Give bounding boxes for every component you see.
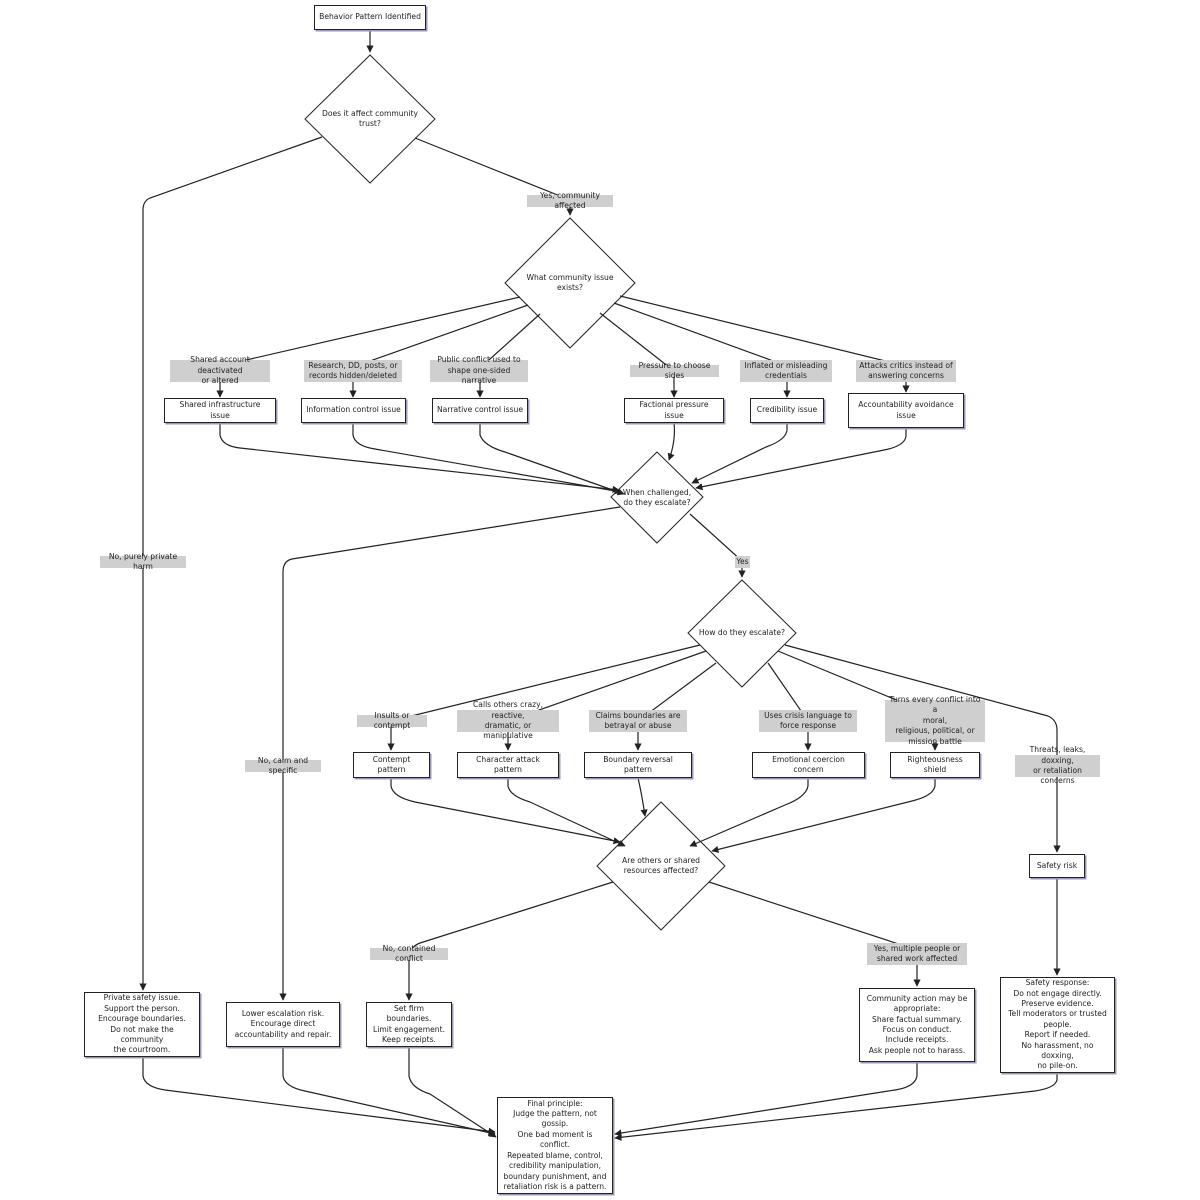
edge-others-no [405,881,614,1001]
label-shared-account: Shared account deactivated or altered [170,355,270,385]
edge-how-threats [784,644,1061,853]
private-safety-node[interactable]: Private safety issue. Support the person… [84,992,200,1057]
label-public-conflict: Public conflict used to shape one-sided … [430,355,528,385]
edge-boundary-others [637,777,648,817]
decision-how-text: How do they escalate? [698,627,786,637]
edge-safety-final [614,1073,1058,1141]
emotional-coercion-node[interactable]: Emotional coercion concern [752,752,865,778]
label-yes-community-affected: Yes, community affected [527,191,613,210]
label-claims-boundaries: Claims boundaries are betrayal or abuse [589,710,687,732]
safety-risk-node[interactable]: Safety risk [1029,854,1085,878]
edge-how-crisis [767,662,812,751]
label-crisis-language: Uses crisis language to force response [759,710,857,732]
lower-escalation-node[interactable]: Lower escalation risk. Encourage direct … [226,1002,340,1047]
boundary-reversal-node[interactable]: Boundary reversal pattern [584,752,692,778]
community-action-node[interactable]: Community action may be appropriate: Sha… [859,988,975,1062]
righteousness-shield-node[interactable]: Righteousness shield [890,752,980,778]
contempt-pattern-node[interactable]: Contempt pattern [353,752,430,778]
start-node[interactable]: Behavior Pattern Identified [314,5,426,30]
label-no-contained-conflict: No, contained conflict [370,944,448,963]
decision-trust-shape [304,54,436,184]
final-principle-node[interactable]: Final principle: Judge the pattern, not … [497,1097,613,1194]
label-threats-leaks: Threats, leaks, doxxing, or retaliation … [1015,745,1100,785]
edge-righteous-others [711,778,936,853]
edge-issue-pressure [599,312,678,398]
edge-credibility-challenged [691,423,788,484]
edge-others-yes [708,881,921,987]
label-no-calm-specific: No, calm and specific [245,756,321,775]
credibility-node[interactable]: Credibility issue [750,398,824,423]
edge-private-final [142,1057,496,1135]
firm-boundaries-node[interactable]: Set firm boundaries. Limit engagement. K… [366,1002,452,1047]
edge-how-claims [634,662,717,751]
decision-challenged-text: When challenged, do they escalate? [622,487,692,507]
label-inflated-credentials: Inflated or misleading credentials [740,360,832,382]
information-control-node[interactable]: Information control issue [301,398,406,423]
edge-narrative-challenged [479,423,625,496]
label-insults-contempt: Insults or contempt [357,711,427,730]
edge-challenged-no [279,506,621,1001]
decision-issue-text: What community issue exists? [526,272,614,292]
decision-trust-text: Does it affect community trust? [322,108,418,128]
edge-shared-challenged [219,423,620,493]
edge-factional-challenged [667,422,676,461]
edge-community-final [614,1062,918,1137]
safety-response-node[interactable]: Safety response: Do not engage directly.… [1000,977,1115,1073]
label-turns-conflict: Turns every conflict into a moral, relig… [885,695,985,746]
label-research-hidden: Research, DD, posts, or records hidden/d… [304,360,402,382]
edge-trust-no [139,136,323,991]
character-attack-node[interactable]: Character attack pattern [457,752,559,778]
edge-issue-inflated [613,302,791,398]
label-yes: Yes [735,556,750,568]
narrative-control-node[interactable]: Narrative control issue [432,398,528,423]
decision-challenged-shape [610,451,704,544]
label-no-private-harm: No, purely private harm [100,552,186,571]
edge-accountability-challenged [695,428,907,491]
decision-how-shape [687,579,797,688]
edge-lower-final [282,1047,496,1137]
accountability-avoidance-node[interactable]: Accountability avoidance issue [848,393,964,428]
edge-firm-final [408,1047,497,1138]
decision-others-text: Are others or shared resources affected? [622,855,700,875]
factional-pressure-node[interactable]: Factional pressure issue [624,398,724,423]
label-calls-crazy: Calls others crazy, reactive, dramatic, … [457,700,559,740]
label-yes-multiple-people: Yes, multiple people or shared work affe… [867,943,967,965]
label-pressure-sides: Pressure to choose sides [630,361,719,380]
edge-emotional-others [689,778,809,847]
label-attacks-critics: Attacks critics instead of answering con… [856,360,956,382]
edge-contempt-others [390,778,621,845]
edge-info-challenged [352,423,622,495]
edge-character-others [507,778,626,847]
shared-infrastructure-node[interactable]: Shared infrastructure issue [164,398,276,423]
